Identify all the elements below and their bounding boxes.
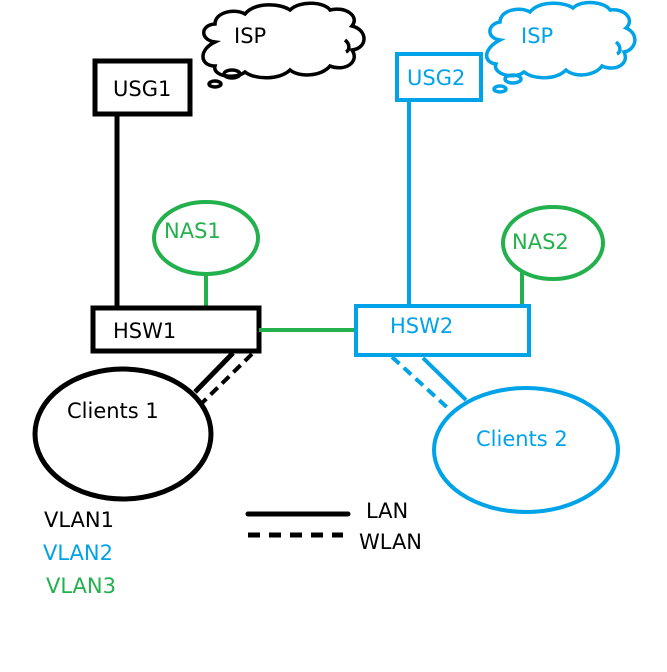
hsw2-clients2-wlan	[390, 355, 452, 412]
wlan-legend-label: WLAN	[359, 530, 422, 554]
nas1-label: NAS1	[164, 219, 221, 243]
usg1-label: USG1	[113, 77, 171, 101]
hsw1-clients1-wlan	[198, 352, 254, 407]
vlan-legend-item: VLAN2	[43, 541, 113, 565]
clients1-node	[32, 366, 214, 502]
nas2-label: NAS2	[512, 230, 569, 254]
clients2-label: Clients 2	[476, 427, 568, 451]
vlan-legend: VLAN1 VLAN2 VLAN3	[43, 508, 116, 598]
hsw2-clients2-lan	[421, 356, 468, 402]
hsw2-box	[354, 304, 531, 357]
isp2-cloud	[485, 0, 637, 94]
hsw1-label: HSW1	[113, 319, 176, 343]
hsw1-clients1-lan	[193, 351, 235, 394]
isp1-cloud	[201, 1, 366, 89]
usg2-box	[395, 52, 483, 102]
usg2-label: USG2	[407, 66, 465, 90]
lan-legend-label: LAN	[366, 499, 408, 523]
nas2-node	[501, 205, 605, 281]
isp2-label: ISP	[521, 24, 553, 48]
vlan-legend-item: VLAN1	[44, 508, 114, 532]
line-legend: LAN WLAN	[245, 499, 422, 554]
clients1-label: Clients 1	[67, 399, 159, 423]
vlan-legend-item: VLAN3	[46, 574, 116, 598]
clients2-node	[432, 386, 620, 514]
isp1-label: ISP	[234, 24, 266, 48]
hsw2-label: HSW2	[390, 314, 453, 338]
usg1-box	[92, 58, 193, 117]
